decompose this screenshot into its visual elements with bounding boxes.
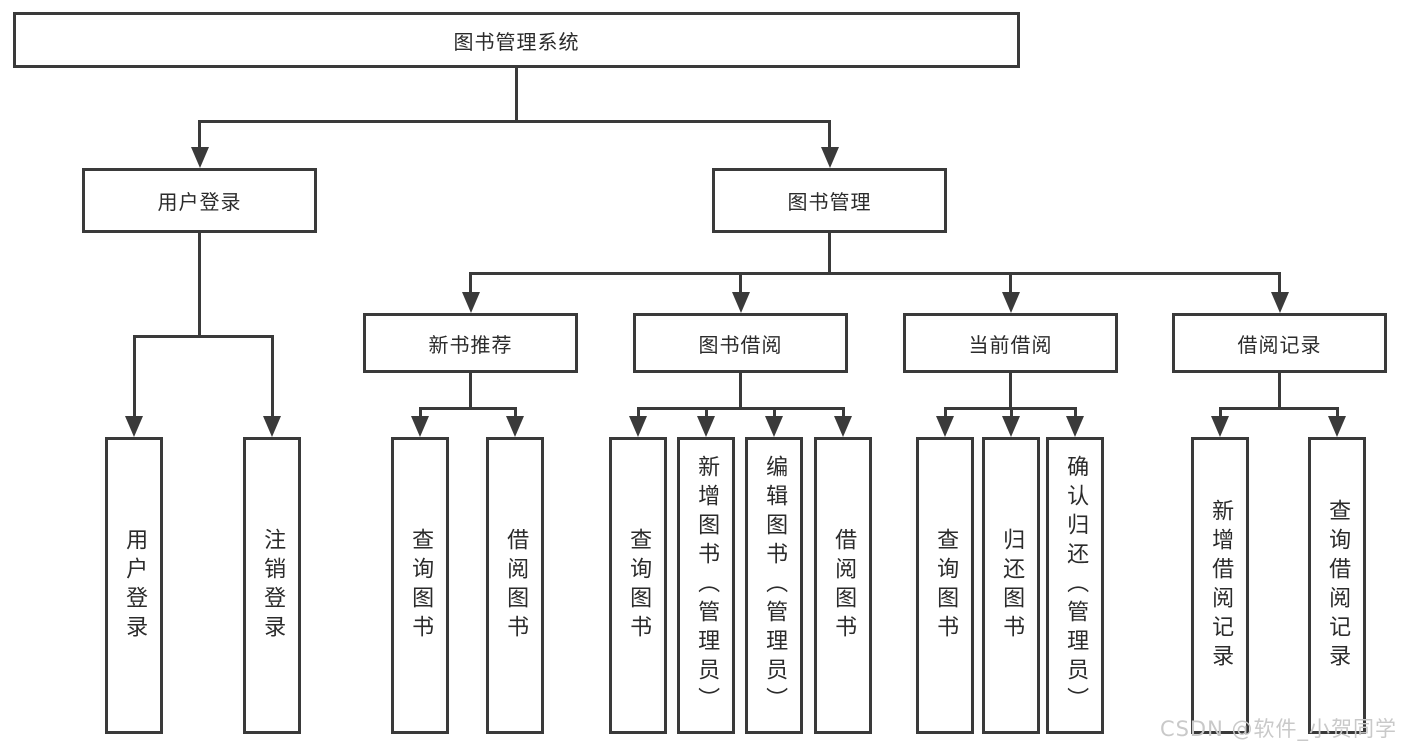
arrow-down-icon: [1002, 416, 1020, 437]
connector-stem: [828, 233, 831, 275]
connector-arrow-shaft: [198, 120, 201, 149]
connector-stem: [198, 233, 201, 338]
node-leaf-query-book-2: 查询图书: [609, 437, 667, 734]
node-leaf-query-book-3: 查询图书: [916, 437, 974, 734]
node-book-borrow: 图书借阅: [633, 313, 848, 373]
arrow-down-icon: [765, 416, 783, 437]
connector-arrow-shaft: [739, 272, 742, 294]
connector-arrow-shaft: [1009, 407, 1013, 418]
node-leaf-query-book-1: 查询图书: [391, 437, 449, 734]
node-new-book-rec: 新书推荐: [363, 313, 578, 373]
arrow-down-icon: [1270, 292, 1289, 313]
connector-arrow-shaft: [1073, 407, 1077, 418]
node-leaf-borrow-book-2: 借阅图书: [814, 437, 872, 734]
node-leaf-user-login: 用户登录: [105, 437, 163, 734]
arrow-down-icon: [263, 416, 281, 437]
node-root: 图书管理系统: [13, 12, 1020, 68]
arrow-down-icon: [1328, 416, 1346, 437]
watermark: CSDN @软件_小贺同学: [1159, 717, 1397, 741]
node-leaf-query-record: 查询借阅记录: [1308, 437, 1366, 734]
node-book-mgmt: 图书管理: [712, 168, 947, 233]
arrow-down-icon: [629, 416, 647, 437]
node-leaf-edit-book: 编辑图书（管理员）: [745, 437, 803, 734]
node-leaf-confirm-return: 确认归还（管理员）: [1046, 437, 1104, 734]
connector-arrow-shaft: [704, 407, 708, 418]
arrow-down-icon: [125, 416, 143, 437]
connector-arrow-shaft: [270, 335, 274, 418]
arrow-down-icon: [697, 416, 715, 437]
node-current-borrow: 当前借阅: [903, 313, 1118, 373]
arrow-down-icon: [461, 292, 480, 313]
connector-rail: [132, 335, 274, 338]
connector-arrow-shaft: [132, 335, 136, 418]
connector-rail: [1218, 407, 1339, 410]
arrow-down-icon: [190, 147, 209, 168]
connector-arrow-shaft: [841, 407, 845, 418]
connector-arrow-shaft: [943, 407, 947, 418]
connector-rail: [418, 407, 517, 410]
connector-arrow-shaft: [418, 407, 422, 418]
connector-stem: [739, 373, 742, 410]
connector-arrow-shaft: [636, 407, 640, 418]
connector-stem: [1278, 373, 1281, 410]
node-leaf-add-book: 新增图书（管理员）: [677, 437, 735, 734]
arrow-down-icon: [731, 292, 750, 313]
arrow-down-icon: [936, 416, 954, 437]
connector-arrow-shaft: [828, 120, 831, 149]
connector-stem: [469, 373, 472, 410]
arrow-down-icon: [1001, 292, 1020, 313]
node-leaf-add-record: 新增借阅记录: [1191, 437, 1249, 734]
node-leaf-borrow-book-1: 借阅图书: [486, 437, 544, 734]
node-borrow-records: 借阅记录: [1172, 313, 1387, 373]
connector-arrow-shaft: [469, 272, 472, 294]
arrow-down-icon: [834, 416, 852, 437]
node-leaf-return-book: 归还图书: [982, 437, 1040, 734]
arrow-down-icon: [1066, 416, 1084, 437]
arrow-down-icon: [820, 147, 839, 168]
connector-rail: [198, 120, 831, 123]
connector-arrow-shaft: [1009, 272, 1012, 294]
arrow-down-icon: [506, 416, 524, 437]
connector-stem: [1009, 373, 1012, 410]
connector-arrow-shaft: [772, 407, 776, 418]
node-leaf-logout: 注销登录: [243, 437, 301, 734]
connector-arrow-shaft: [1335, 407, 1339, 418]
connector-stem: [515, 68, 518, 123]
connector-rail: [636, 407, 845, 410]
connector-rail: [469, 272, 1281, 275]
arrow-down-icon: [1211, 416, 1229, 437]
connector-arrow-shaft: [1278, 272, 1281, 294]
arrow-down-icon: [411, 416, 429, 437]
connector-arrow-shaft: [513, 407, 517, 418]
connector-arrow-shaft: [1218, 407, 1222, 418]
node-user-login: 用户登录: [82, 168, 317, 233]
